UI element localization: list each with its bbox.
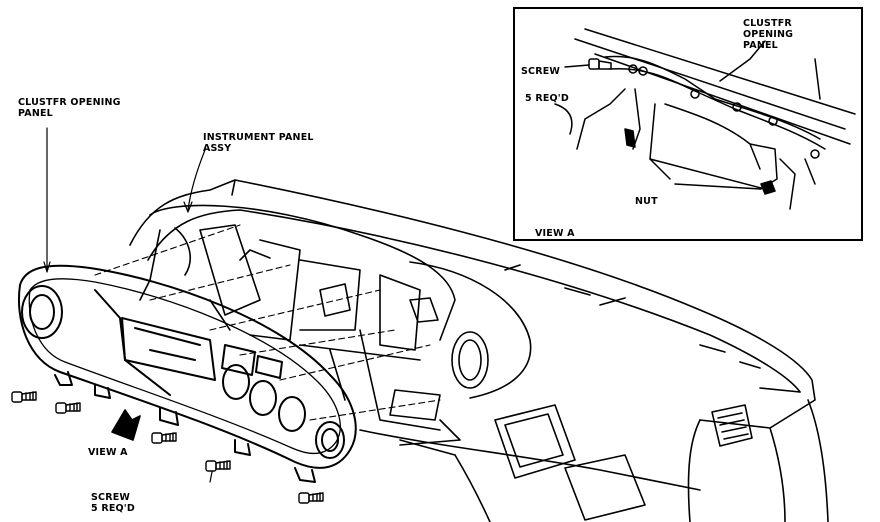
view-a-inset: CLUSTFR OPENING PANEL SCREW 5 REQ'D NUT … — [513, 7, 863, 241]
screw-icon — [588, 58, 612, 70]
instrument-panel-assy-label: INSTRUMENT PANEL ASSY — [203, 132, 314, 154]
nut-icon — [760, 180, 776, 195]
cluster-housing — [139, 204, 461, 446]
inset-cluster-opening-panel-label: CLUSTFR OPENING PANEL — [743, 18, 794, 51]
inset-view-a-label: VIEW A — [535, 228, 575, 239]
leader-lines — [43, 127, 213, 483]
inset-nut-label: NUT — [635, 196, 658, 207]
view-arrow-icon — [111, 409, 141, 441]
inset-screw-label: SCREW — [521, 66, 561, 77]
dashboard-body — [129, 179, 829, 522]
alignment-lines — [94, 224, 441, 421]
view-a-label: VIEW A — [88, 447, 128, 458]
screw-icon — [11, 391, 324, 504]
inset-screw-quantity-label: 5 REQ'D — [525, 93, 569, 104]
cluster-opening-panel-label: CLUSTFR OPENING PANEL — [18, 97, 121, 119]
cluster-opening-panel — [18, 264, 357, 483]
view-a-inset-drawing — [554, 28, 856, 210]
screw-label: SCREW 5 REQ'D — [91, 492, 135, 514]
